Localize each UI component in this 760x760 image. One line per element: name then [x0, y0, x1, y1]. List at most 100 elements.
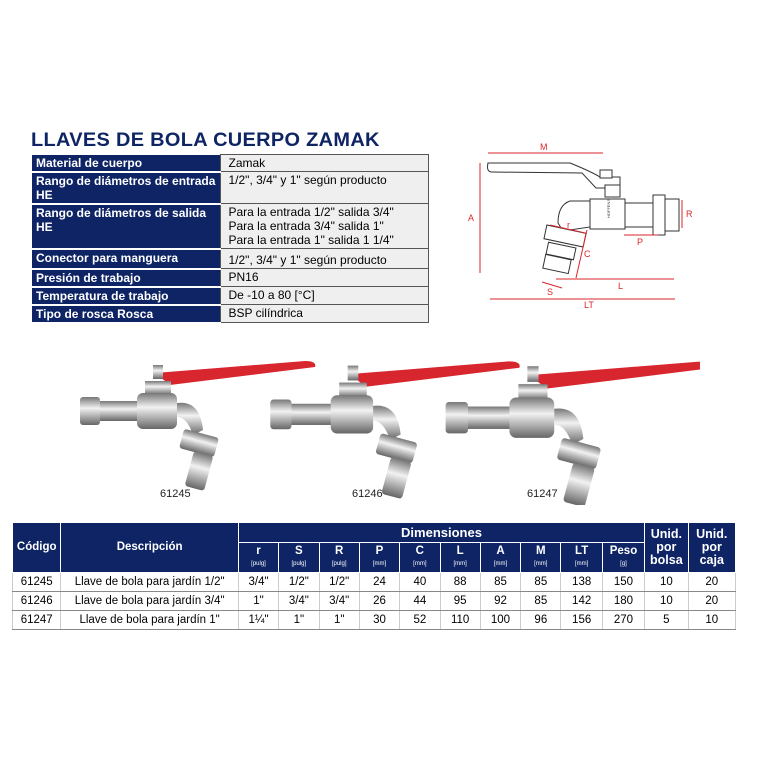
table-cell: 1¼"	[237, 610, 280, 630]
table-cell: 1"	[278, 610, 320, 630]
spec-row: Temperatura de trabajo De -10 a 80 [°C]	[32, 286, 429, 306]
table-cell: 20	[687, 591, 737, 611]
header-descripcion: Descripción	[60, 522, 239, 573]
spec-label: Conector para manguera	[32, 248, 220, 270]
label-R: R	[686, 209, 693, 219]
spec-label: Tipo de rosca Rosca	[32, 304, 220, 324]
page-title: LLAVES DE BOLA CUERPO ZAMAK	[31, 130, 380, 151]
table-cell: Llave de bola para jardín 3/4"	[60, 591, 239, 611]
spec-value-line: Para la entrada 1/2" salida 3/4"	[228, 205, 394, 219]
table-cell: 180	[601, 591, 646, 611]
table-cell: 1/2"	[278, 572, 320, 592]
product-image	[270, 361, 520, 499]
table-cell: 10	[644, 591, 689, 611]
table-cell: 10	[644, 572, 689, 592]
spec-value-line: Zamak	[228, 156, 266, 170]
spec-value: 1/2", 3/4" y 1" según producto	[219, 248, 429, 269]
spec-value-line: Para la entrada 3/4" salida 1"	[228, 219, 384, 233]
spec-row: Tipo de rosca Rosca BSP cilíndrica	[32, 304, 429, 324]
header-dim-LT: LT[mm]	[560, 542, 603, 573]
label-M: M	[540, 142, 548, 152]
header-dimensiones: Dimensiones	[237, 522, 646, 543]
header-dim-R: R[pulg]	[318, 542, 360, 573]
table-cell: 85	[520, 572, 562, 592]
table-cell: 95	[439, 591, 481, 611]
spec-label: Rango de diámetros de entrada HE	[32, 171, 220, 205]
table-cell: 26	[358, 591, 401, 611]
label-r: r	[567, 220, 570, 230]
spec-label: Material de cuerpo	[32, 154, 220, 173]
spec-value-line: De -10 a 80 [°C]	[228, 288, 315, 302]
product-image	[80, 361, 316, 491]
spec-value: Para la entrada 1/2" salida 3/4"Para la …	[219, 203, 429, 249]
table-cell: 44	[399, 591, 441, 611]
table-cell: 3/4"	[237, 572, 280, 592]
header-dim-M: M[mm]	[520, 542, 562, 573]
header-codigo: Código	[11, 522, 62, 573]
table-cell: 96	[520, 610, 562, 630]
table-cell: 88	[439, 572, 481, 592]
table-cell: 61247	[11, 610, 62, 630]
product-code: 61247	[527, 488, 558, 500]
spec-row: Conector para manguera 1/2", 3/4" y 1" se…	[32, 248, 429, 270]
spec-value: 1/2", 3/4" y 1" según producto	[219, 171, 429, 204]
spec-row: Presión de trabajo PN16	[32, 268, 429, 288]
table-cell: 1"	[237, 591, 280, 611]
table-cell: Llave de bola para jardín 1"	[60, 610, 239, 630]
spec-value: BSP cilíndrica	[219, 304, 429, 323]
header-dim-Peso: Peso[g]	[601, 542, 646, 573]
table-cell: 85	[479, 572, 522, 592]
table-cell: 61246	[11, 591, 62, 611]
table-cell: 5	[644, 610, 689, 630]
spec-value: De -10 a 80 [°C]	[219, 286, 429, 305]
header-dim-A: A[mm]	[479, 542, 522, 573]
spec-value-line: Para la entrada 1" salida 1 1/4"	[228, 233, 394, 247]
table-cell: 3/4"	[318, 591, 360, 611]
header-dim-L: L[mm]	[439, 542, 481, 573]
dimension-diagram: HOFFENS M A R r C P L S LT	[468, 142, 693, 310]
spec-value-line: 1/2", 3/4" y 1" según producto	[228, 173, 387, 187]
table-cell: 85	[520, 591, 562, 611]
label-LT: LT	[584, 300, 594, 310]
label-C: C	[584, 249, 591, 259]
product-code: 61246	[352, 488, 383, 500]
label-A: A	[468, 213, 474, 223]
table-cell: 1/2"	[318, 572, 360, 592]
header-dim-C: C[mm]	[399, 542, 441, 573]
table-cell: 270	[601, 610, 646, 630]
table-cell: 61245	[11, 572, 62, 592]
table-cell: Llave de bola para jardín 1/2"	[60, 572, 239, 592]
table-cell: 150	[601, 572, 646, 592]
header-dim-P: P[mm]	[358, 542, 401, 573]
table-cell: 10	[687, 610, 737, 630]
spec-row: Rango de diámetros de entrada HE 1/2", 3/…	[32, 171, 429, 205]
spec-value: PN16	[219, 268, 429, 287]
spec-label: Temperatura de trabajo	[32, 286, 220, 306]
product-image	[445, 361, 700, 505]
table-cell: 24	[358, 572, 401, 592]
table-cell: 92	[479, 591, 522, 611]
label-P: P	[637, 237, 643, 247]
spec-label: Presión de trabajo	[32, 268, 220, 288]
spec-row: Material de cuerpo Zamak	[32, 154, 429, 173]
table-cell: 138	[560, 572, 603, 592]
spec-value-line: PN16	[228, 270, 259, 284]
label-L: L	[618, 281, 623, 291]
product-code: 61245	[160, 488, 191, 500]
table-cell: 142	[560, 591, 603, 611]
table-cell: 20	[687, 572, 737, 592]
label-S: S	[547, 287, 553, 297]
table-cell: 40	[399, 572, 441, 592]
spec-value-line: 1/2", 3/4" y 1" según producto	[228, 253, 387, 267]
spec-label: Rango de diámetros de salida HE	[32, 203, 220, 250]
spec-value-line: BSP cilíndrica	[228, 306, 303, 320]
brand-mark: HOFFENS	[606, 199, 611, 218]
spec-value: Zamak	[219, 154, 429, 172]
